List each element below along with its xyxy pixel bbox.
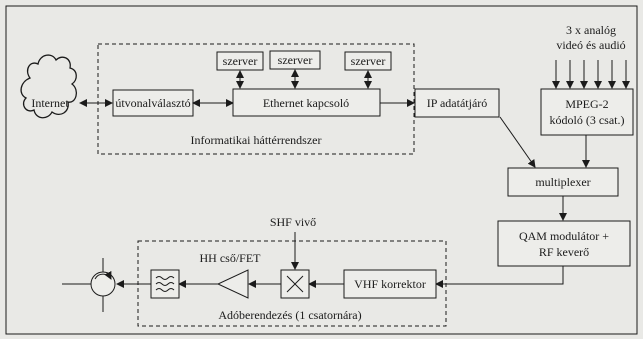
switch-label: Ethernet kapcsoló [262,96,350,110]
qam-box [497,220,631,267]
switch-box [232,88,381,117]
bandpass-filter-icon [150,269,180,299]
it-background-label: Informatikai háttérrendszer [190,133,322,147]
mixer-icon [280,269,310,299]
router-box [112,89,194,117]
shf-carrier-label: SHF vivő [269,215,317,229]
analog-inputs-label-1: 3 x analóg [566,23,616,37]
encoder-label-2: kódoló (3 csat.) [549,113,625,127]
server-label-1: szerver [222,54,258,68]
vhf-corrector-box [343,269,437,299]
qam-vhf-link [435,266,564,288]
transmitter-group-label: Adóberendezés (1 csatornára) [218,308,362,322]
vhf-corrector-label: VHF korrektor [354,277,426,291]
ip-gateway-box [414,88,500,118]
analog-inputs-label-2: videó és audió [556,38,626,52]
server-label-2: szerver [277,53,313,67]
server-label-3: szerver [350,54,386,68]
gateway-mux-link [499,116,536,168]
internet-cloud [20,54,78,119]
multiplexer-box [507,167,619,197]
qam-label-2: RF keverő [538,245,590,259]
qam-label-1: QAM modulátor + [518,229,610,243]
outer-frame [5,5,638,335]
analog-input-arrows [552,60,630,89]
ip-gateway-label: IP adatátjáró [426,96,488,110]
internet-label: Internet [31,96,69,110]
amplifier-icon [216,269,249,299]
amplifier-label: HH cső/FET [199,251,261,265]
encoder-box [540,88,634,136]
multiplexer-label: multiplexer [535,175,591,189]
encoder-label-1: MPEG-2 [565,97,609,111]
antenna-icon [62,258,116,312]
router-label: útvonalválasztó [115,96,191,110]
